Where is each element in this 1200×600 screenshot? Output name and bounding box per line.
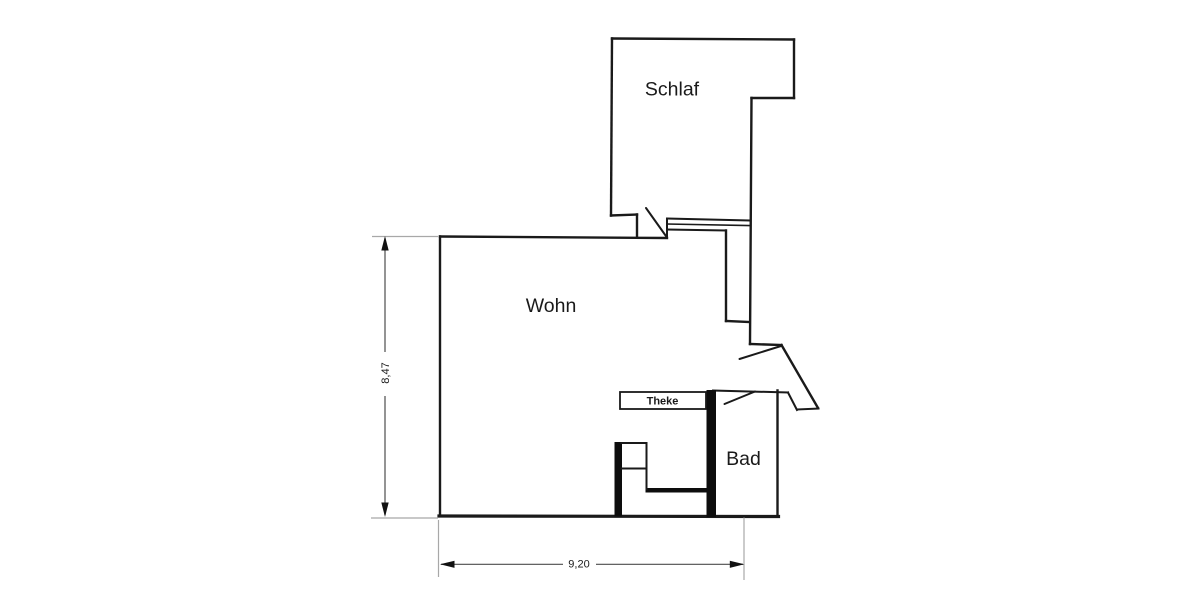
width-dimension-label: 9,20 <box>568 559 589 571</box>
theke-box <box>619 391 707 410</box>
schlaf-room-label: Schlaf <box>645 79 700 101</box>
horizontal-dimension: 9,20 <box>437 517 745 580</box>
entry-top-wall <box>748 342 783 347</box>
window-outer-line <box>665 217 751 222</box>
window-glass-line <box>666 223 750 227</box>
fixture-thick-vertical-wall <box>614 442 622 517</box>
arrow-left-icon <box>440 560 455 568</box>
door-leaves <box>645 207 782 405</box>
lower-fixture <box>614 442 707 517</box>
bad-top-wall <box>711 389 790 394</box>
schlaf-bottom-wall <box>609 213 639 217</box>
window-wall <box>665 217 751 239</box>
theke-label: Theke <box>647 396 679 408</box>
wohn-top-wall <box>438 235 669 240</box>
room-labels: Schlaf Wohn Bad <box>526 79 761 471</box>
arrow-up-icon <box>381 236 389 251</box>
shaft-bottom-wall <box>724 319 751 324</box>
bad-room-label: Bad <box>726 448 761 470</box>
arrow-down-icon <box>381 502 389 517</box>
window-inner-line <box>665 228 728 232</box>
entry-door-leaf <box>738 345 782 360</box>
bad-door-leaf <box>723 390 756 405</box>
entry-bottom-diagonal <box>786 391 799 412</box>
wohn-bottom-wall <box>437 514 781 519</box>
arrow-right-icon <box>729 560 745 568</box>
wohn-room-walls <box>437 235 781 519</box>
entry-slanted-wall <box>779 343 820 410</box>
bad-room-walls <box>706 389 779 518</box>
entry-bottom-wall <box>795 407 820 411</box>
shaft-walls <box>724 229 751 324</box>
schlaf-room-walls <box>609 37 796 346</box>
schlaf-left-wall <box>609 37 614 217</box>
schlaf-right-lower-wall <box>748 96 753 346</box>
theke-counter: Theke <box>619 391 707 410</box>
wohn-room-label: Wohn <box>526 295 577 317</box>
bad-left-thick-wall <box>706 390 716 517</box>
height-dimension-label: 8,47 <box>380 362 392 383</box>
vertical-dimension: 8,47 <box>371 235 438 519</box>
fixture-thick-horizontal-wall <box>645 488 707 493</box>
schlaf-door-leaf <box>645 207 668 239</box>
entry-walls <box>711 342 820 412</box>
schlaf-top-wall <box>610 37 796 41</box>
